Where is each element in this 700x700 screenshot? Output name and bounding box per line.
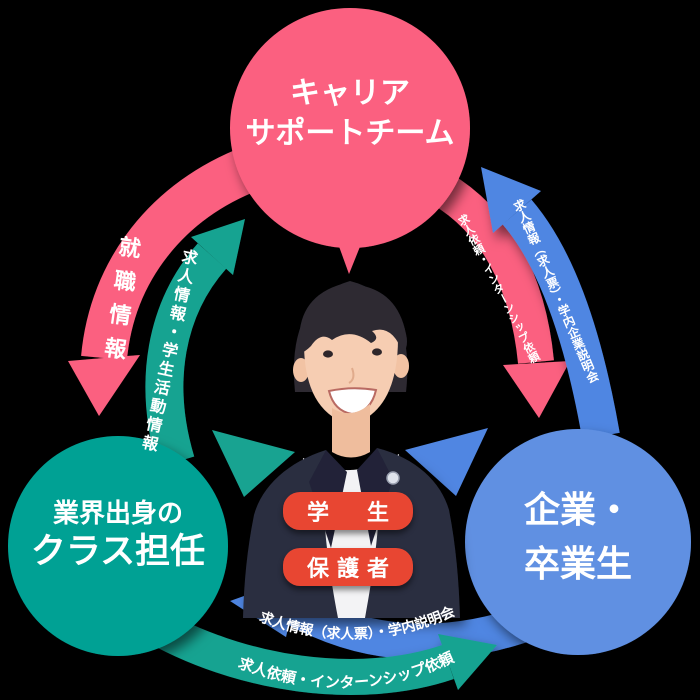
support-wedges xyxy=(212,428,488,497)
industry-class-teacher-line2: クラス担任 xyxy=(30,532,206,572)
ear xyxy=(293,358,309,382)
career-support-team-line1: キャリア xyxy=(290,76,410,111)
arrowhead-right-icon xyxy=(438,634,497,690)
arrowhead-up-icon xyxy=(191,219,245,275)
hair-fringe xyxy=(299,283,407,354)
arrow-career-to-companies xyxy=(430,172,570,418)
companies-graduates-line1: 企業・ xyxy=(523,490,632,531)
arrow-companies-to-career xyxy=(481,167,620,440)
companies-graduates-label: 企業・ 卒業生 xyxy=(460,484,696,592)
node-industry-class-teacher xyxy=(8,436,228,656)
career-support-team-label: キャリア サポートチーム xyxy=(230,74,470,154)
industry-class-teacher-label: 業界出身の クラス担任 xyxy=(0,498,236,574)
arrow-band xyxy=(138,606,454,695)
blue-wedge-to-student-icon xyxy=(405,428,488,496)
node-companies-graduates xyxy=(465,429,691,655)
node-career-support-team xyxy=(230,8,470,248)
nose xyxy=(348,367,355,384)
teal-wedge-to-student-icon xyxy=(212,430,295,497)
arrowhead-down-icon xyxy=(68,355,140,416)
eye xyxy=(323,350,333,358)
eye xyxy=(372,348,382,356)
node-circles xyxy=(8,8,691,656)
industry-class-teacher-line1: 業界出身の xyxy=(52,499,183,529)
arrow-teacher-to-companies xyxy=(138,606,497,695)
arrow-career-to-teacher xyxy=(68,146,261,416)
lapel-badge-icon xyxy=(386,471,400,485)
arrow-band xyxy=(81,146,261,361)
arrow-teacher-to-career xyxy=(145,219,245,468)
arrowhead-down-icon xyxy=(503,361,570,418)
arrow-band xyxy=(502,199,620,440)
companies-graduates-line2: 卒業生 xyxy=(523,544,632,585)
arrowhead-up-icon xyxy=(481,167,541,233)
arrow-band xyxy=(145,243,227,468)
arrow-band xyxy=(430,172,554,364)
ear xyxy=(393,354,409,378)
guardian-tag: 保護者 xyxy=(283,548,413,586)
neck xyxy=(332,404,370,458)
student-tag: 学 生 xyxy=(283,492,413,530)
career-support-team-line2: サポートチーム xyxy=(245,116,455,151)
